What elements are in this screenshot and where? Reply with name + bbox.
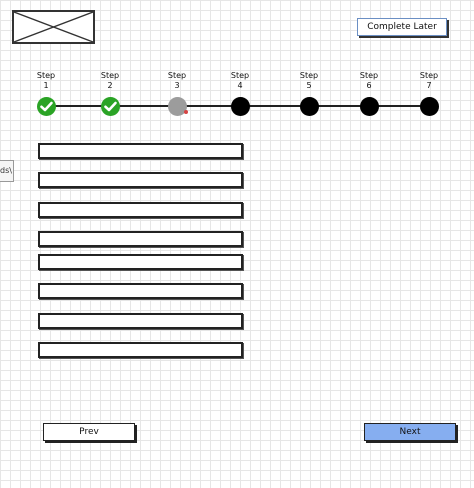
pending-step-icon [419, 97, 439, 116]
step-7[interactable]: Step 7 [409, 71, 449, 116]
step-number: 7 [426, 81, 432, 90]
pending-step-icon [230, 97, 250, 116]
form-field-3[interactable] [38, 202, 243, 218]
step-number: 5 [306, 81, 312, 90]
pending-step-icon [359, 97, 379, 116]
step-number: 6 [366, 81, 372, 90]
step-4[interactable]: Step 4 [220, 71, 260, 116]
step-word: Step [36, 71, 56, 80]
form-field-2[interactable] [38, 172, 243, 188]
form-field-5[interactable] [38, 254, 243, 270]
step-number: 3 [174, 81, 180, 90]
step-number: 1 [43, 81, 49, 90]
complete-later-button[interactable]: Complete Later [357, 18, 447, 36]
side-tab[interactable]: ds\ [0, 160, 14, 182]
form-field-4[interactable] [38, 231, 243, 247]
step-word: Step [419, 71, 439, 80]
step-2[interactable]: Step 2 [90, 71, 130, 116]
form-field-8[interactable] [38, 342, 243, 358]
step-word: Step [299, 71, 319, 80]
check-icon [100, 97, 120, 116]
form-field-1[interactable] [38, 143, 243, 159]
form-field-6[interactable] [38, 283, 243, 299]
step-word: Step [167, 71, 187, 80]
check-icon [36, 97, 56, 116]
next-button[interactable]: Next [364, 423, 456, 441]
step-5[interactable]: Step 5 [289, 71, 329, 116]
prev-button[interactable]: Prev [43, 423, 135, 441]
current-indicator-dot [183, 110, 188, 114]
step-number: 4 [237, 81, 243, 90]
current-step-icon [167, 97, 188, 116]
step-word: Step [100, 71, 120, 80]
step-number: 2 [107, 81, 113, 90]
image-placeholder-icon [14, 12, 93, 42]
form-field-7[interactable] [38, 313, 243, 329]
pending-step-icon [299, 97, 319, 116]
step-word: Step [359, 71, 379, 80]
logo-placeholder [12, 10, 95, 44]
step-3[interactable]: Step 3 [157, 71, 197, 116]
step-6[interactable]: Step 6 [349, 71, 389, 116]
step-1[interactable]: Step 1 [26, 71, 66, 116]
step-word: Step [230, 71, 250, 80]
